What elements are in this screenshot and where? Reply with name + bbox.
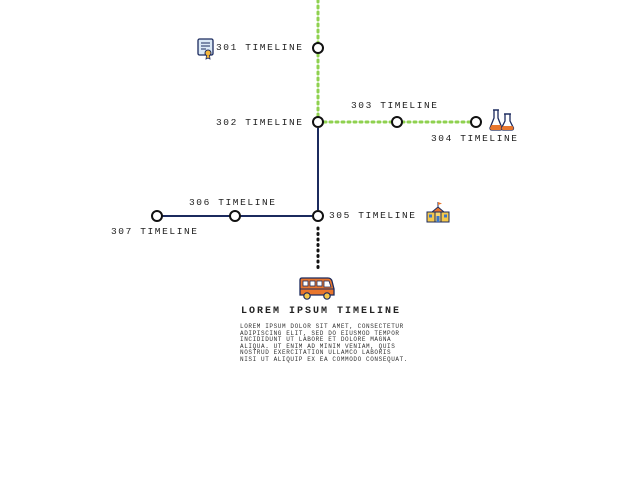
lab-flasks-icon [489, 109, 515, 131]
node-304[interactable] [470, 116, 482, 128]
node-306-label: 306 TIMELINE [189, 197, 277, 208]
node-307-label: 307 TIMELINE [111, 226, 199, 237]
footer-description: LOREM IPSUM DOLOR SIT AMET, CONSECTETUR … [240, 323, 409, 363]
node-303[interactable] [391, 116, 403, 128]
node-305[interactable] [312, 210, 324, 222]
node-301-label: 301 TIMELINE [216, 42, 304, 53]
node-307[interactable] [151, 210, 163, 222]
node-303-label: 303 TIMELINE [351, 100, 439, 111]
school-building-icon [426, 202, 450, 223]
node-301[interactable] [312, 42, 324, 54]
node-304-label: 304 TIMELINE [431, 133, 519, 144]
node-302[interactable] [312, 116, 324, 128]
node-305-label: 305 TIMELINE [329, 210, 417, 221]
certificate-icon [197, 38, 214, 60]
school-bus-icon [299, 277, 335, 300]
footer-title: LOREM IPSUM TIMELINE [241, 306, 402, 317]
node-306[interactable] [229, 210, 241, 222]
node-302-label: 302 TIMELINE [216, 117, 304, 128]
